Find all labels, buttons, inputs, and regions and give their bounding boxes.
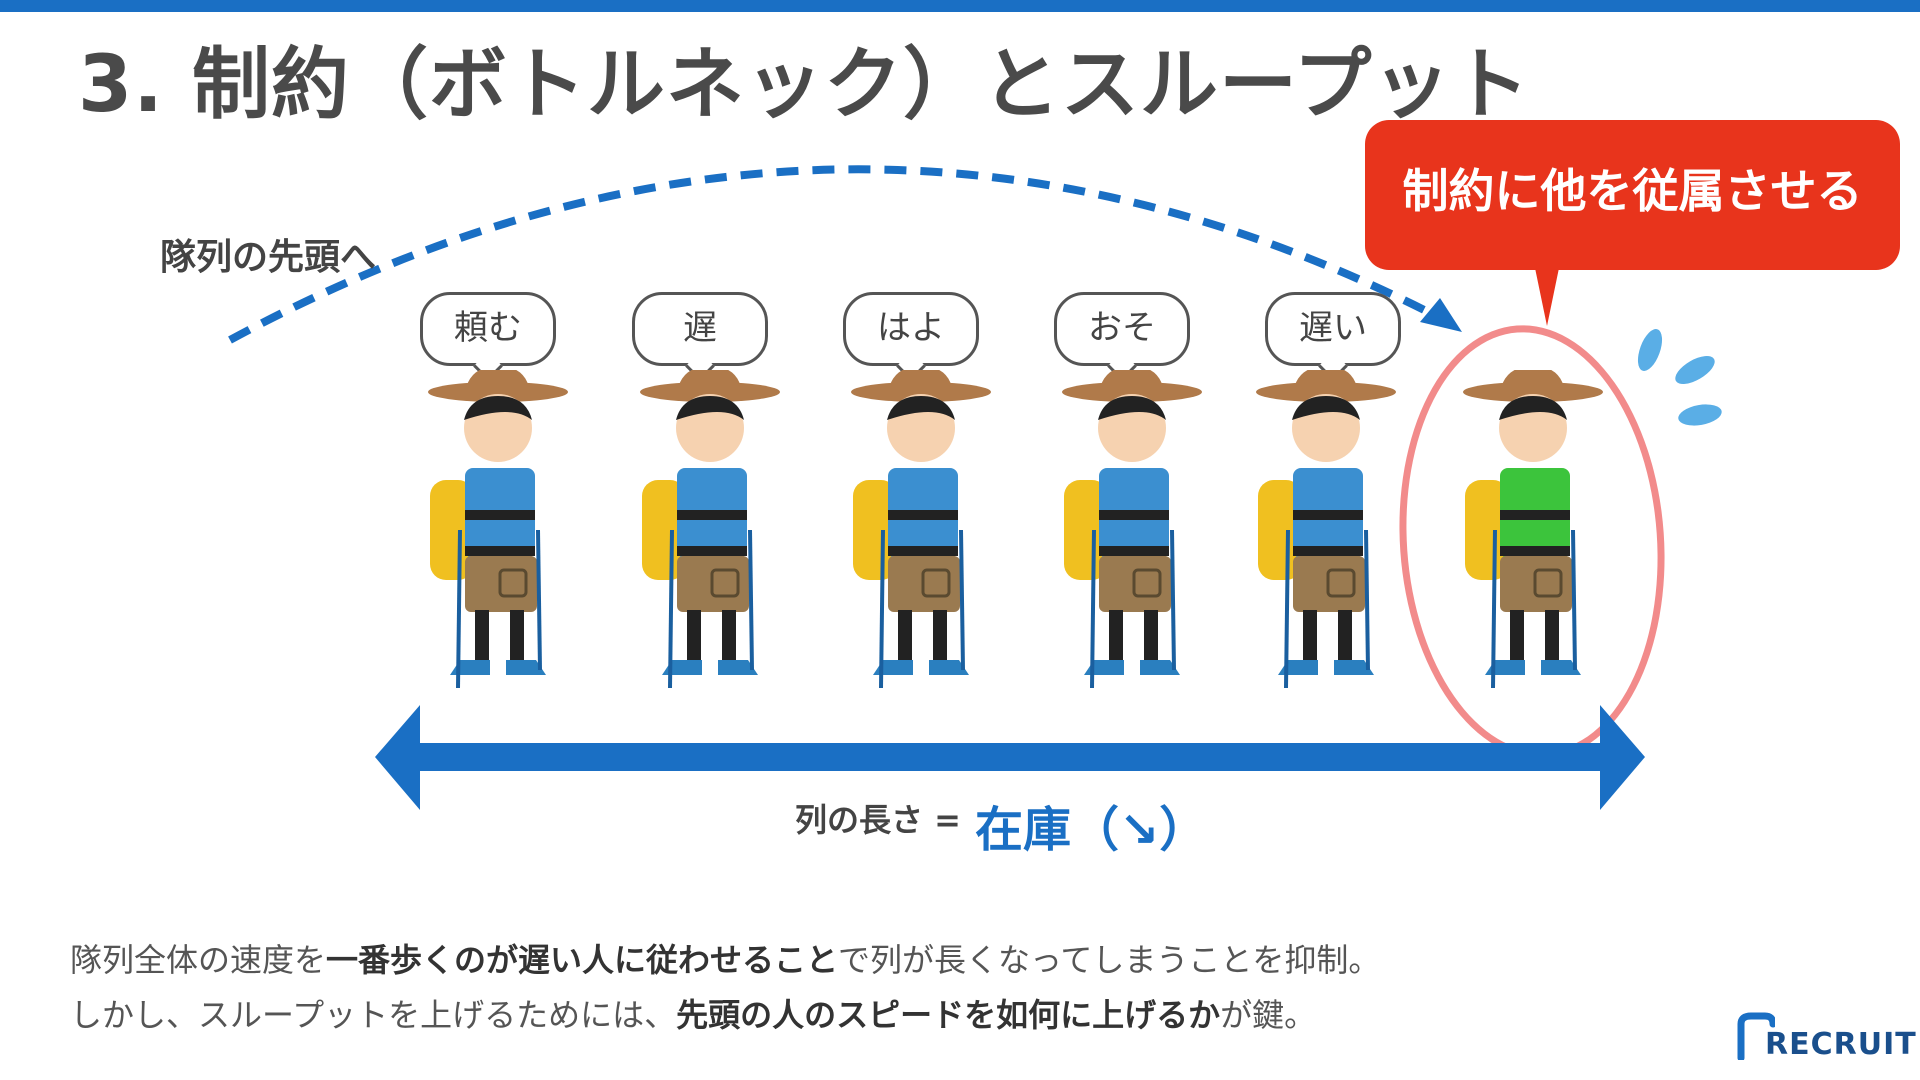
speech-bubble: 遅: [632, 292, 768, 366]
bottleneck-hiker-icon: [1463, 370, 1603, 689]
speech-bubble: おそ: [1054, 292, 1190, 366]
body-text-bold: 一番歩くのが遅い人に従わせること: [326, 941, 839, 979]
slide-title: 3. 制約（ボトルネック）とスループット: [78, 40, 1531, 130]
inventory-label: 列の長さ =: [795, 801, 961, 839]
top-accent-bar: [0, 0, 1920, 12]
recruit-logo-icon: [1737, 1012, 1775, 1060]
logo-text: RECRUIT: [1765, 1027, 1917, 1062]
body-line-1: 隊列全体の速度を一番歩くのが遅い人に従わせることで列が長くなってしまうことを抑制…: [70, 935, 1380, 981]
speech-bubble: 遅い: [1265, 292, 1401, 366]
inventory-value: 在庫（↘）: [975, 802, 1208, 858]
body-line-2: しかし、スループットを上げるためには、先頭の人のスピードを如何に上げるかが鍵。: [70, 990, 1316, 1036]
hiker-icon: [851, 370, 991, 689]
speech-bubble: はよ: [843, 292, 979, 366]
body-text-plain: が鍵。: [1220, 996, 1317, 1034]
callout-tail: [1535, 268, 1559, 326]
hiker-icon: [1062, 370, 1202, 689]
body-text-plain: で列が長くなってしまうことを抑制。: [838, 941, 1381, 979]
body-text-bold: 先頭の人のスピードを如何に上げるか: [676, 996, 1221, 1034]
body-text-plain: 隊列全体の速度を: [70, 941, 327, 979]
callout-box: [1365, 120, 1900, 270]
double-arrow-icon: [375, 705, 1645, 810]
callout-text: 制約に他を従属させる: [1402, 164, 1863, 218]
sweat-drops-icon: [1637, 329, 1722, 426]
speech-bubble: 頼む: [420, 292, 556, 366]
hiker-icon: [428, 370, 568, 689]
body-text-plain: しかし、スループットを上げるためには、: [70, 996, 677, 1034]
hiker-icon: [640, 370, 780, 689]
hiker-icon: [1256, 370, 1396, 689]
head-of-line-label: 隊列の先頭へ: [160, 237, 377, 278]
